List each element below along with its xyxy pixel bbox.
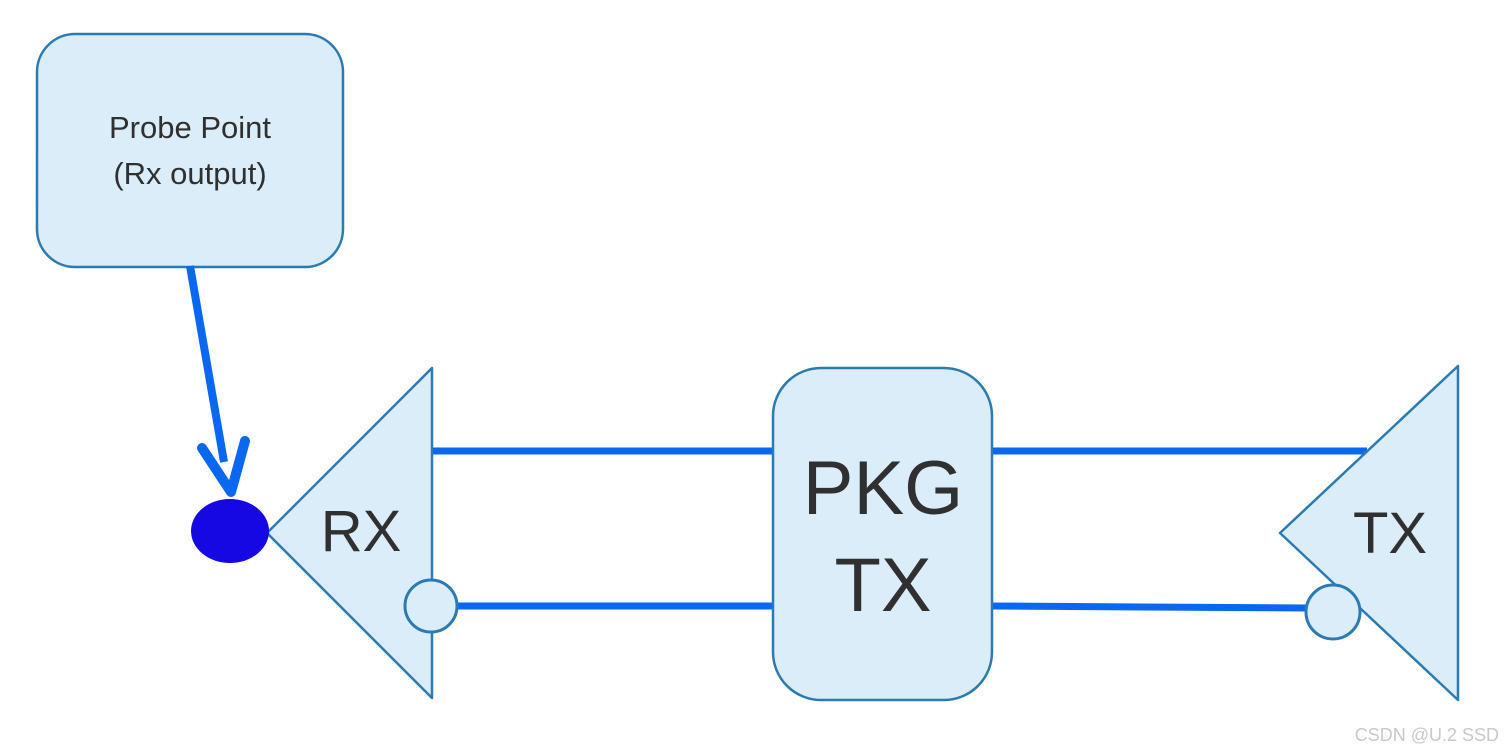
probe-point-box [35, 32, 345, 269]
probe-dot [191, 499, 269, 563]
tx-label: TX [1353, 501, 1427, 566]
wire-negative-pkg-to-tx [989, 602, 1308, 612]
rx-label: RX [321, 499, 402, 564]
rx-inversion-bubble [403, 578, 459, 634]
probe-arrow-shaft [186, 265, 228, 463]
pkg-tx-label-line1: PKG [803, 446, 964, 531]
pkg-tx-box [771, 366, 994, 702]
probe-arrow-head-icon [197, 436, 250, 497]
probe-point-label-line2: (Rx output) [113, 156, 266, 191]
tx-inversion-bubble [1304, 583, 1362, 641]
probe-point-label-line1: Probe Point [109, 110, 271, 145]
tx-buffer-triangle [1278, 364, 1460, 702]
rx-buffer-triangle [265, 366, 434, 700]
watermark-text: CSDN @U.2 SSD [1355, 725, 1499, 745]
pkg-tx-label-line2: TX [834, 543, 931, 628]
